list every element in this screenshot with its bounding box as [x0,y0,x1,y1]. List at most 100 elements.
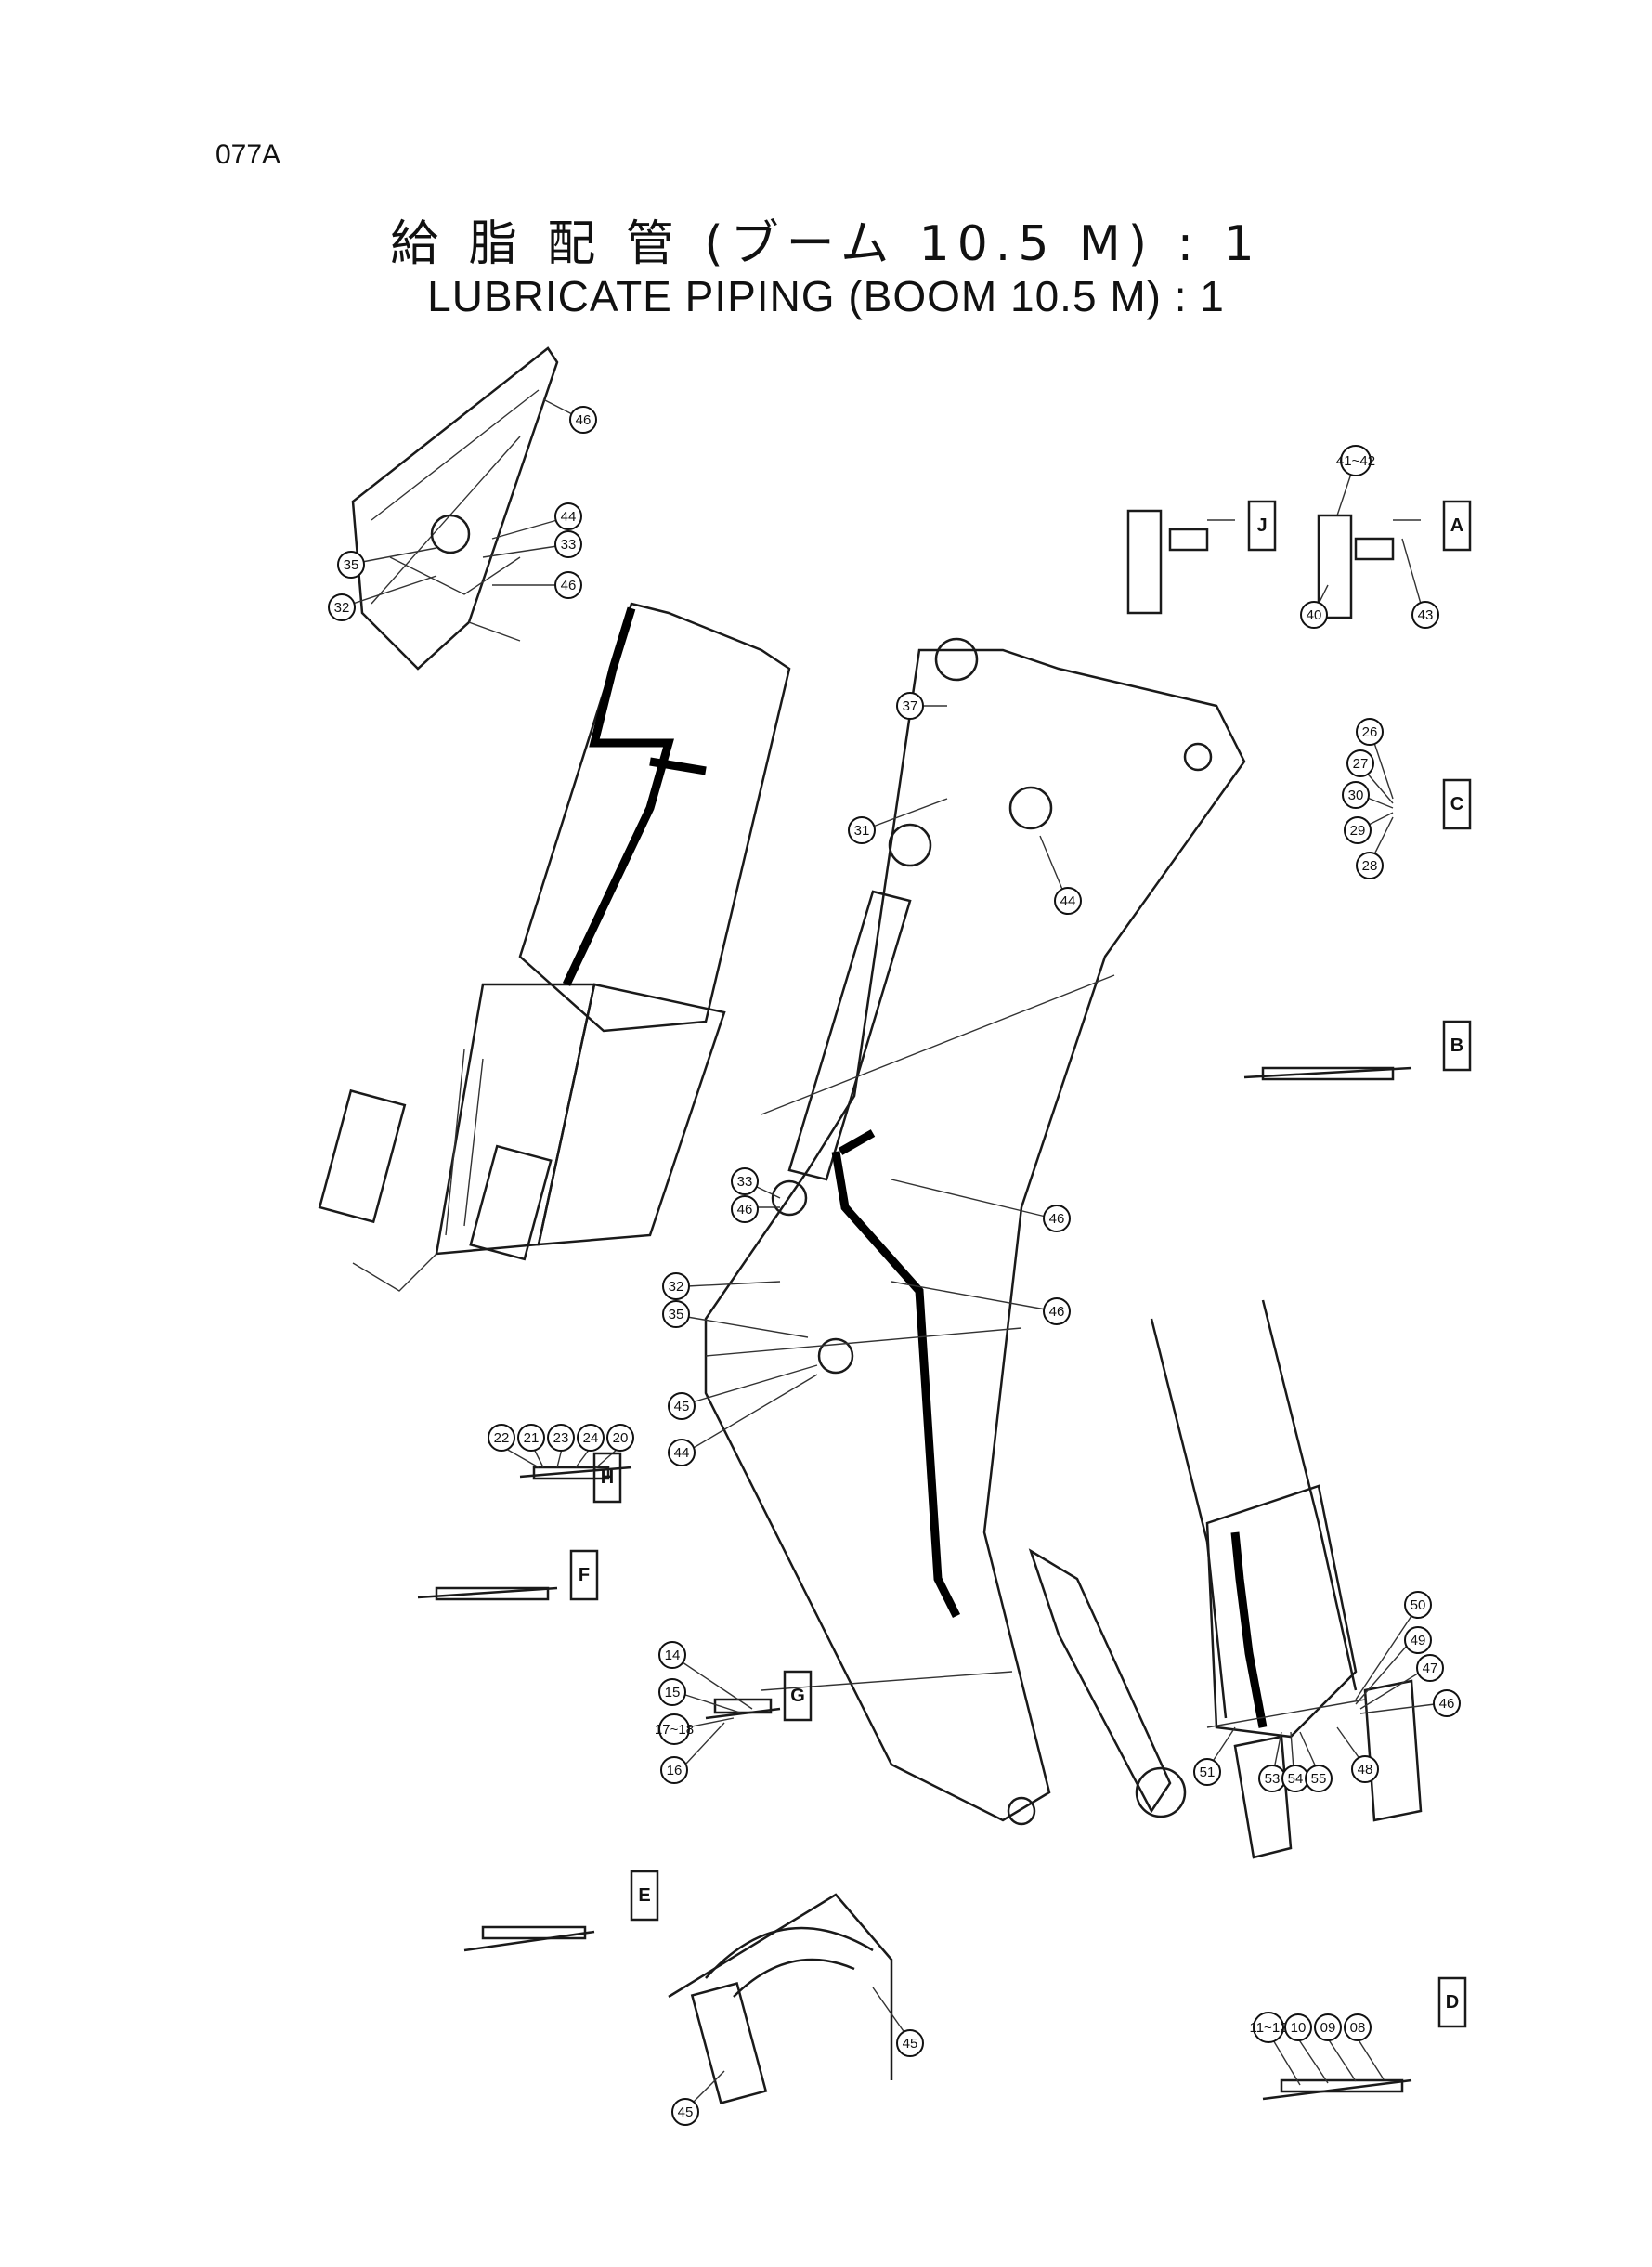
callout: 22 [488,1424,540,1468]
callout: 27 [1346,749,1394,804]
svg-text:40: 40 [1307,607,1322,623]
svg-text:31: 31 [854,823,870,839]
callout: 11~12 [1249,2012,1301,2086]
svg-text:47: 47 [1423,1661,1438,1676]
callout: 32 [328,575,437,621]
view-label: G [783,1670,813,1722]
callout: 46 [891,1179,1071,1232]
view-label: D [1437,1976,1467,2028]
view-labels: A B C D E F G H J [569,500,1472,2028]
svg-text:22: 22 [494,1430,510,1446]
callout: 46 [1359,1689,1461,1717]
callout: 40 [1300,584,1329,629]
svg-text:J: J [1256,515,1267,536]
svg-text:55: 55 [1311,1771,1327,1787]
callout: 21 [517,1424,545,1468]
callout: 17~18 [655,1713,735,1745]
svg-text:46: 46 [737,1202,753,1218]
svg-text:30: 30 [1348,788,1364,803]
callout: 55 [1299,1731,1333,1792]
svg-text:33: 33 [737,1174,753,1190]
svg-text:50: 50 [1411,1597,1426,1613]
callout: 50 [1355,1591,1432,1700]
svg-text:11~12: 11~12 [1249,2020,1287,2036]
callout: 53 [1258,1731,1286,1792]
callout: 47 [1359,1654,1444,1710]
callout: 44 [491,502,582,540]
callout: 26 [1356,718,1394,800]
svg-text:43: 43 [1418,607,1434,623]
callout: 15 [658,1678,744,1714]
svg-text:46: 46 [1049,1211,1065,1227]
top-left-bracket [351,346,559,671]
svg-text:46: 46 [1439,1696,1455,1712]
svg-text:14: 14 [665,1648,681,1663]
callout: 48 [1336,1726,1379,1783]
view-label: H [592,1452,622,1504]
svg-text:44: 44 [561,509,577,525]
callout: 35 [337,547,437,579]
page-code: 077A [215,139,281,170]
svg-text:54: 54 [1288,1771,1304,1787]
svg-text:46: 46 [561,578,577,593]
callout: 44 [1039,835,1082,915]
view-label: C [1442,778,1472,830]
svg-text:16: 16 [667,1763,683,1778]
callout: 16 [660,1722,725,1784]
callout: 08 [1344,2013,1385,2080]
svg-text:H: H [601,1467,614,1488]
callout: 46 [731,1195,780,1223]
svg-text:21: 21 [524,1430,540,1446]
svg-text:C: C [1450,794,1463,814]
svg-text:35: 35 [344,557,359,573]
callout: 45 [668,1364,818,1420]
svg-text:B: B [1450,1036,1463,1056]
svg-text:23: 23 [553,1430,569,1446]
callout: 35 [662,1300,809,1338]
callout: 46 [891,1281,1071,1325]
callout: 44 [668,1374,818,1466]
callout: 41~42 [1336,445,1375,516]
title-japanese: 給 脂 配 管 (ブーム 10.5 M) : 1 [390,216,1262,272]
callout-balloons: 46 35 44 33 46 32 3 [328,398,1461,2126]
svg-text:33: 33 [561,537,577,553]
callout: 10 [1284,2013,1329,2084]
svg-text:32: 32 [334,600,350,616]
svg-text:37: 37 [903,698,918,714]
svg-text:51: 51 [1200,1765,1216,1780]
callout: 33 [482,530,582,558]
svg-text:46: 46 [1049,1304,1065,1320]
svg-text:45: 45 [903,2036,918,2052]
callout: 43 [1401,538,1439,629]
svg-text:15: 15 [665,1685,681,1700]
svg-text:45: 45 [678,2104,694,2120]
callout: 46 [542,398,597,434]
callout: 54 [1281,1731,1309,1792]
svg-text:D: D [1446,1992,1459,2013]
svg-text:27: 27 [1353,756,1369,772]
svg-text:17~18: 17~18 [655,1722,694,1738]
bottom-bracket [668,1893,893,2104]
svg-text:F: F [579,1565,590,1585]
callout: 30 [1342,781,1394,809]
callout: 20 [593,1424,634,1470]
right-arm-tip [1150,1299,1423,1859]
callout: 31 [848,798,948,844]
callout: 37 [896,692,947,720]
main-boom [704,637,1246,1826]
svg-text:G: G [790,1686,805,1706]
svg-text:45: 45 [674,1399,690,1414]
view-label: E [630,1870,659,1922]
callout: 28 [1356,816,1394,879]
callout: 46 [492,571,582,599]
detail-bars [417,1066,1412,2101]
svg-text:49: 49 [1411,1633,1426,1648]
svg-text:48: 48 [1358,1762,1373,1778]
callout: 24 [575,1424,605,1468]
svg-text:08: 08 [1350,2020,1366,2036]
view-label: A [1442,500,1472,552]
callout: 33 [731,1167,781,1199]
view-label: J [1247,500,1277,552]
svg-text:09: 09 [1320,2020,1336,2036]
